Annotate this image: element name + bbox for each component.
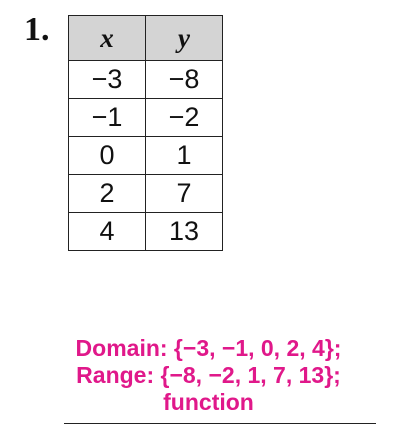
table-cell-x: 4 xyxy=(68,212,146,251)
table-cell-y: 7 xyxy=(145,174,223,213)
table-row: 2 7 xyxy=(68,174,223,213)
table-cell-y: 13 xyxy=(145,212,223,251)
header-y: y xyxy=(145,15,223,61)
table-header-row: x y xyxy=(68,15,223,61)
table-row: 0 1 xyxy=(68,136,223,175)
table-cell-x: −1 xyxy=(68,98,146,137)
table-cell-y: −2 xyxy=(145,98,223,137)
table-cell-y: −8 xyxy=(145,60,223,99)
function-answer: function xyxy=(163,389,254,415)
table-cell-x: −3 xyxy=(68,60,146,99)
table-row: −3 −8 xyxy=(68,60,223,99)
table-cell-x: 2 xyxy=(68,174,146,213)
problem-number: 1. xyxy=(24,11,50,48)
table-row: −1 −2 xyxy=(68,98,223,137)
range-answer: Range: {−8, −2, 1, 7, 13}; xyxy=(76,362,341,388)
answer-text: Domain: {−3, −1, 0, 2, 4}; Range: {−8, −… xyxy=(0,335,417,416)
xy-table: x y −3 −8 −1 −2 0 1 2 7 4 13 xyxy=(68,15,223,251)
table-cell-x: 0 xyxy=(68,136,146,175)
answer-line xyxy=(64,423,376,424)
table-row: 4 13 xyxy=(68,212,223,251)
header-x: x xyxy=(68,15,146,61)
table-cell-y: 1 xyxy=(145,136,223,175)
domain-answer: Domain: {−3, −1, 0, 2, 4}; xyxy=(75,335,342,361)
